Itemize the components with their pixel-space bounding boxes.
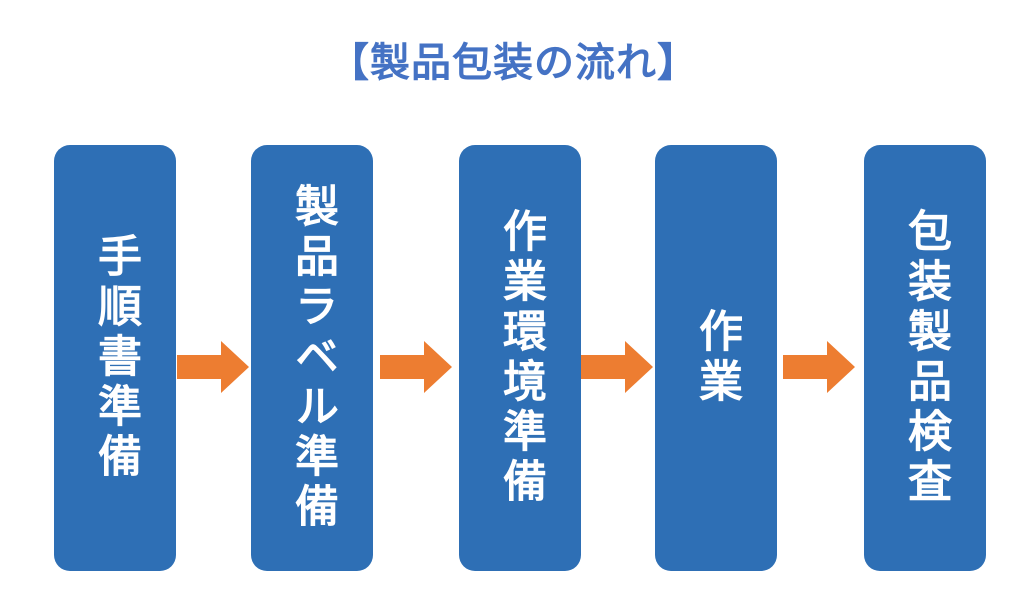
right-arrow-icon bbox=[177, 341, 249, 393]
step-box-packaging-inspection: 包装製品検査 bbox=[864, 145, 986, 571]
right-arrow-icon bbox=[783, 341, 855, 393]
step-label: 作業 bbox=[691, 308, 742, 408]
step-label: 包装製品検査 bbox=[900, 208, 951, 508]
step-box-product-label: 製品ラベル準備 bbox=[251, 145, 373, 571]
step-box-work: 作業 bbox=[655, 145, 777, 571]
right-arrow-icon bbox=[581, 341, 653, 393]
step-box-work-environment: 作業環境準備 bbox=[459, 145, 581, 571]
step-label: 手順書準備 bbox=[90, 233, 141, 483]
diagram-title: 【製品包装の流れ】 bbox=[329, 40, 698, 86]
step-box-procedure-doc: 手順書準備 bbox=[54, 145, 176, 571]
right-arrow-icon bbox=[380, 341, 452, 393]
step-label: 製品ラベル準備 bbox=[287, 183, 338, 533]
step-label: 作業環境準備 bbox=[495, 208, 546, 508]
